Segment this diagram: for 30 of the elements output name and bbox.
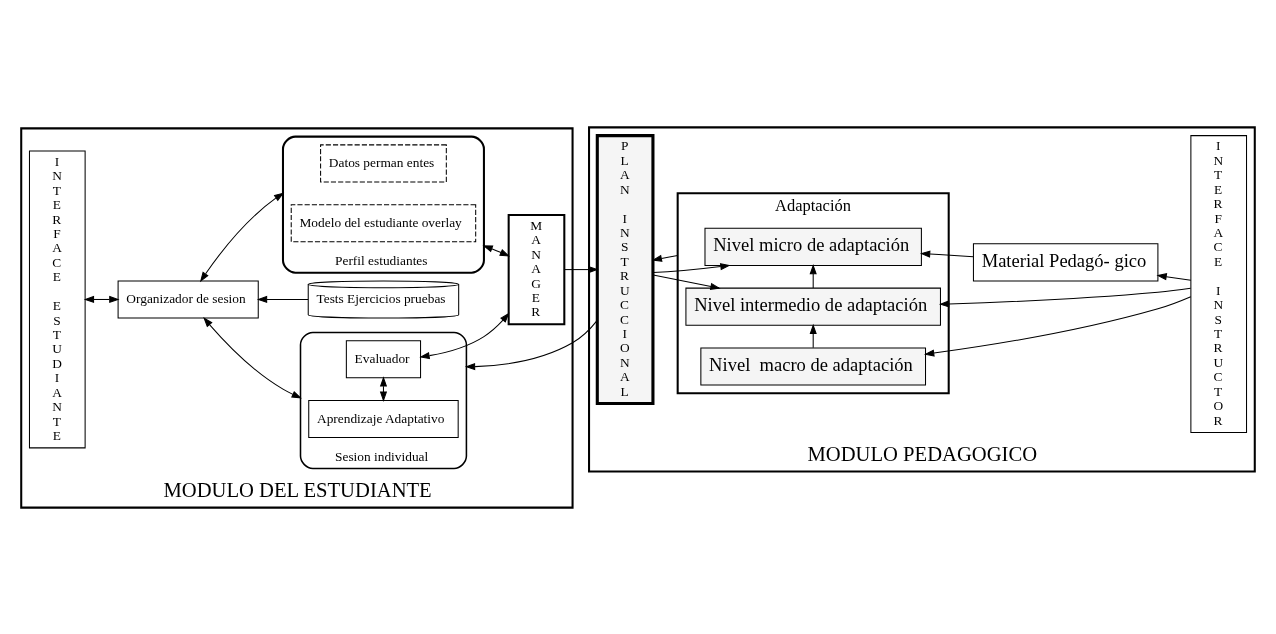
arrow (199, 191, 285, 282)
arrow (938, 287, 1192, 308)
node-box: Organizador de sesion (117, 279, 259, 319)
arrow (1156, 272, 1192, 281)
arrow (482, 244, 511, 257)
arrow (419, 312, 510, 359)
node-box: MANAGER (507, 213, 566, 325)
arrow (919, 249, 974, 258)
node-box: Modelo del estudiante overlay (290, 203, 477, 242)
node-box: INTERFACE ESTUDIANTE (28, 150, 86, 448)
arrow (563, 265, 599, 273)
node-box: INTERFACE INSTRUCTOR (1190, 134, 1248, 433)
node-box: Nivel micro de adaptación (704, 227, 922, 266)
node-box: Aprendizaje Adaptativo (308, 399, 459, 438)
node-box: Nivel macro de adaptación (700, 346, 927, 385)
node-box: Evaluador (345, 339, 422, 378)
node-box: PLAN INSTRUCCIONAL (595, 133, 655, 405)
arrow (924, 295, 1192, 357)
node-box: Nivel intermedio de adaptación (685, 287, 941, 326)
node-box: Datos perman entes (320, 143, 447, 182)
arrow (651, 254, 679, 262)
arrow (256, 295, 309, 303)
arrow (203, 316, 302, 398)
arrow (83, 295, 120, 303)
arrow (464, 319, 598, 370)
node-box: Material Pedagó- gico (972, 242, 1159, 281)
arrow (809, 263, 817, 289)
arrow (809, 323, 817, 348)
arrow (652, 262, 731, 273)
arrow (652, 273, 721, 290)
